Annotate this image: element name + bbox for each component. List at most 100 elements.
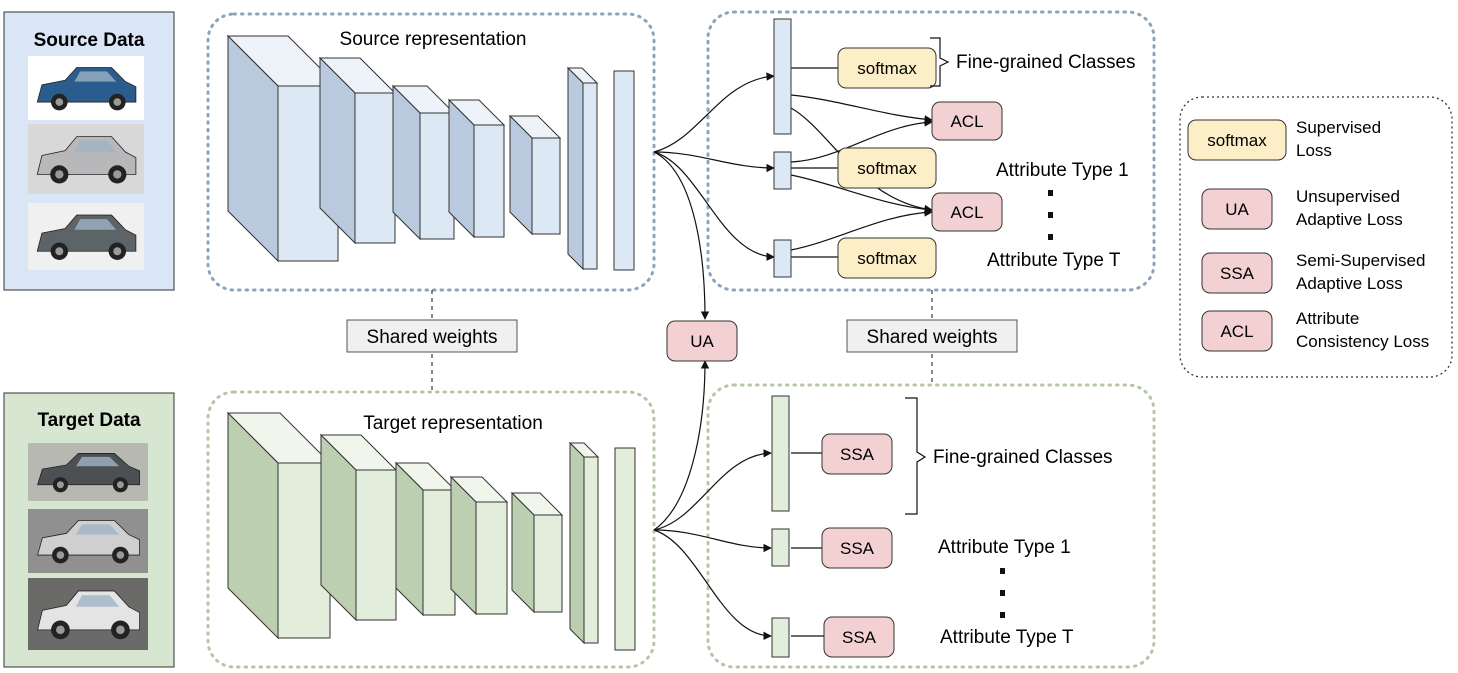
- legend-box-label: ACL: [1220, 322, 1253, 341]
- target-fc-bars: [771, 395, 790, 658]
- ssa-label-attr1: SSA: [840, 539, 875, 558]
- source-data-title: Source Data: [34, 30, 145, 51]
- target-cnn: [226, 411, 636, 651]
- source-ellipsis-dots: [1048, 190, 1053, 240]
- target-representation-label: Target representation: [363, 413, 543, 434]
- target-data-panel: Target Data: [3, 392, 175, 668]
- target-conv-block-4: [449, 475, 509, 616]
- target-conv-block-6: [568, 441, 600, 645]
- arrow-fine-to-acl1: [790, 94, 933, 124]
- softmax-label-attrT: softmax: [857, 249, 917, 268]
- source-fine-grained-label: Fine-grained Classes: [956, 52, 1136, 73]
- arrow-attr1-to-acl2: [790, 174, 933, 214]
- target-conv-block-5: [510, 491, 564, 614]
- source-conv-block-4: [447, 98, 506, 239]
- silver-sedan-photo: [28, 124, 144, 194]
- target-conv-block-1: [226, 411, 332, 640]
- ssa-box-fine: SSA: [821, 433, 893, 475]
- source-fine-brace: [930, 37, 950, 87]
- arrow-attr1-to-acl1: [790, 118, 933, 163]
- softmax-box-attrT: softmax: [837, 237, 937, 279]
- white-sedan-top-photo: [28, 578, 148, 650]
- softmax-label-attr1: softmax: [857, 159, 917, 178]
- acl-label-2: ACL: [950, 203, 983, 222]
- legend-box: [1179, 96, 1453, 378]
- arrow-source-to-attrT: [653, 151, 775, 261]
- legend-desc-line1: Attribute: [1296, 309, 1359, 328]
- arrow-target-to-ua: [653, 360, 710, 531]
- legend-desc-line1: Supervised: [1296, 118, 1381, 137]
- arrow-source-to-attr1: [653, 151, 775, 173]
- target-fine-grained-label: Fine-grained Classes: [933, 447, 1113, 468]
- acl-label-1: ACL: [950, 112, 983, 131]
- ssa-box-attr1: SSA: [821, 527, 893, 569]
- source-conv-block-1: [226, 34, 340, 263]
- legend-box-label: UA: [1225, 200, 1249, 219]
- source-data-panel: Source Data: [3, 11, 175, 291]
- source-attr-last-label: Attribute Type T: [987, 250, 1121, 271]
- source-fc-bars: [773, 18, 792, 278]
- target-ellipsis-dots: [1000, 568, 1005, 618]
- grey-sedan-rear-photo: [28, 203, 144, 270]
- source-fc-layer: [613, 70, 635, 271]
- acl-box-1: ACL: [931, 101, 1003, 141]
- arrow-target-to-fine: [653, 449, 772, 531]
- arrow-target-to-attrT: [653, 529, 772, 641]
- arrow-source-to-fine: [653, 72, 775, 153]
- legend-swatch: [1201, 188, 1273, 230]
- dark-sedan-photo: [28, 443, 148, 501]
- source-representation-label: Source representation: [340, 29, 527, 50]
- target-conv-block-3: [394, 461, 457, 617]
- target-attr-last-label: Attribute Type T: [940, 627, 1074, 648]
- connection-lines: [653, 67, 933, 641]
- arrow-target-to-attr1: [653, 529, 772, 553]
- source-attr-first-label: Attribute Type 1: [996, 160, 1129, 181]
- ua-label: UA: [690, 332, 714, 351]
- target-heads-box: [706, 383, 1156, 669]
- softmax-label-fine: softmax: [857, 59, 917, 78]
- ssa-label-attrT: SSA: [842, 628, 877, 647]
- legend-box-label: softmax: [1207, 131, 1267, 150]
- arrow-attrT-to-acl2: [790, 208, 933, 251]
- source-conv-block-6: [566, 66, 599, 271]
- source-cnn: [226, 34, 635, 271]
- legend-desc-line2: Adaptive Loss: [1296, 274, 1403, 293]
- legend-desc-line1: Unsupervised: [1296, 187, 1400, 206]
- legend-desc-line2: Adaptive Loss: [1296, 210, 1403, 229]
- softmax-box-fine: softmax: [837, 47, 937, 89]
- ssa-label-fine: SSA: [840, 445, 875, 464]
- shared-weights-label-right: Shared weights: [867, 327, 998, 348]
- ua-box: UA: [666, 320, 738, 362]
- source-conv-block-2: [318, 56, 397, 245]
- legend-swatch: [1187, 119, 1287, 161]
- shared-weights-box-right: Shared weights: [846, 319, 1018, 353]
- legend-swatch: [1201, 310, 1273, 352]
- legend-swatch: [1201, 252, 1273, 294]
- shared-weights-label-left: Shared weights: [367, 327, 498, 348]
- arrow-source-to-ua: [653, 151, 710, 320]
- source-heads-box: [706, 10, 1156, 292]
- shared-weights-box-left: Shared weights: [346, 319, 518, 353]
- legend-desc-line2: Loss: [1296, 141, 1332, 160]
- softmax-box-attr1: softmax: [837, 147, 937, 189]
- blue-hatchback-photo: [28, 56, 144, 120]
- legend-desc-line2: Consistency Loss: [1296, 332, 1429, 351]
- target-fc-layer: [614, 447, 636, 651]
- source-conv-block-5: [508, 114, 562, 236]
- source-conv-block-3: [391, 84, 456, 241]
- target-attr-first-label: Attribute Type 1: [938, 537, 1071, 558]
- ssa-box-attrT: SSA: [823, 616, 895, 658]
- target-fine-brace: [905, 397, 927, 515]
- target-conv-block-2: [319, 433, 398, 622]
- acl-box-2: ACL: [931, 192, 1003, 232]
- target-data-title: Target Data: [37, 410, 141, 431]
- white-sedan-photo: [28, 509, 148, 573]
- legend-box-label: SSA: [1220, 264, 1255, 283]
- legend-desc-line1: Semi-Supervised: [1296, 251, 1425, 270]
